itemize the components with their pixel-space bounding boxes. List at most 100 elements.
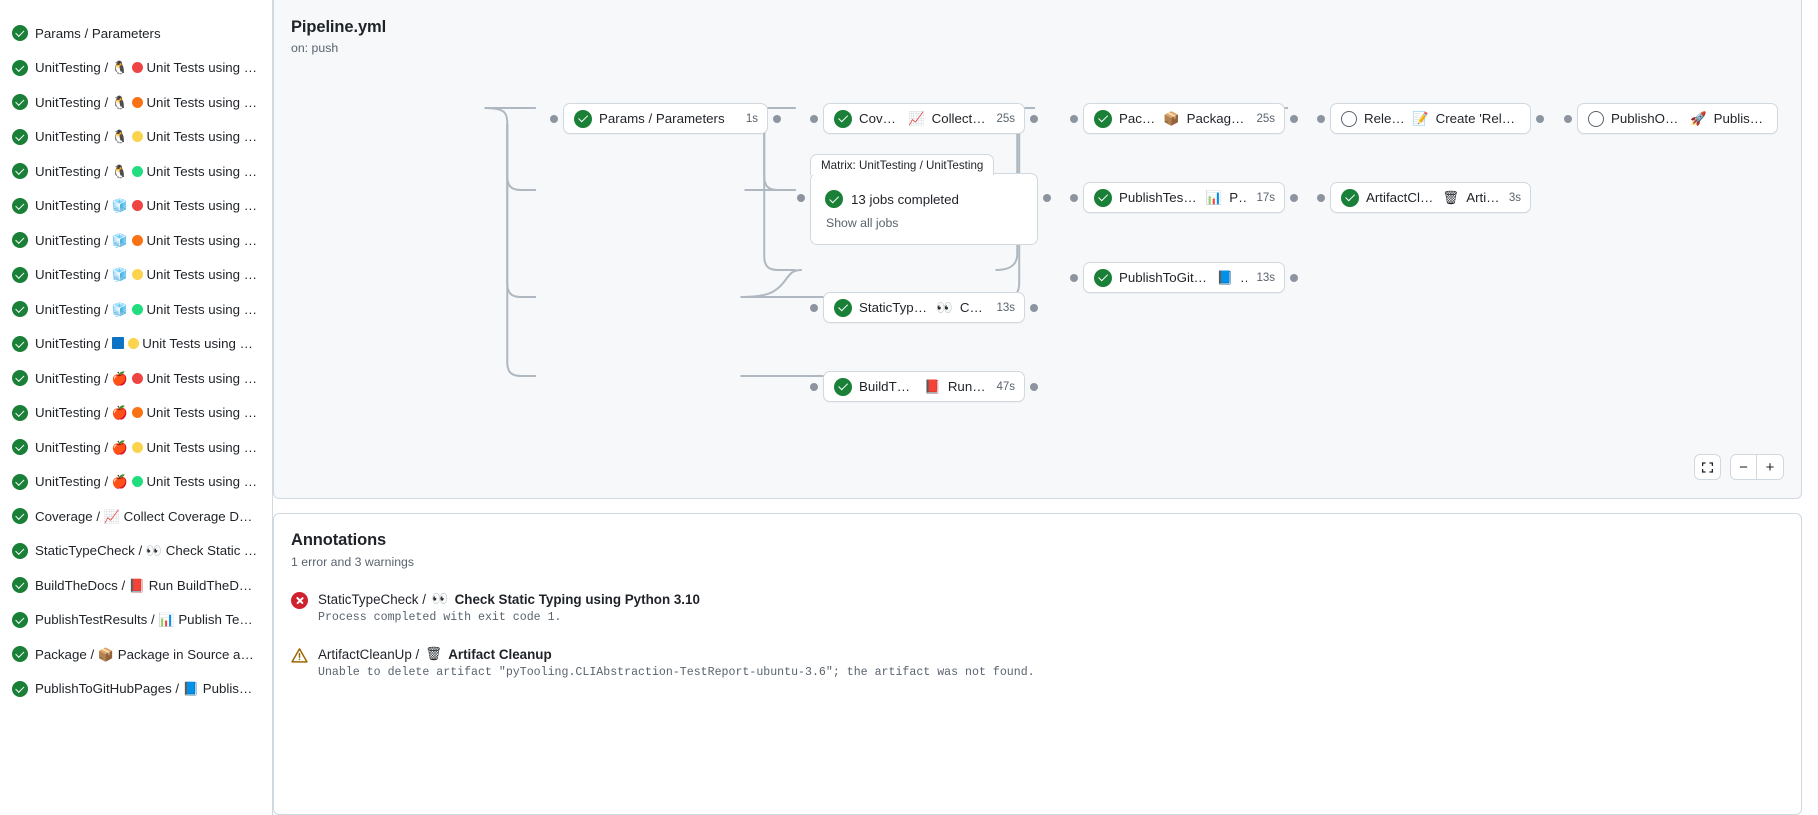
node-port-out: [1536, 114, 1544, 123]
node-label-2: Run Buil...: [947, 379, 988, 394]
status-success-icon: [834, 109, 852, 128]
graph-node-artifact-cleanup[interactable]: ArtifactCleanUp / 🗑 Artifac... 3s: [1317, 182, 1531, 213]
graph-node-publish-on-pypi[interactable]: PublishOnPyPI / 🚀 Publish to ...: [1564, 103, 1778, 134]
sidebar-job-row[interactable]: UnitTesting / 🍎 Unit Tests using Pyth...: [4, 430, 268, 465]
graph-node-publish-to-github-pages[interactable]: PublishToGitHubPages / 📘 ... 13s: [1070, 262, 1298, 293]
python-version-dot-icon: [131, 131, 143, 143]
os-icon: 🧊: [111, 267, 129, 283]
status-success-icon: [12, 266, 28, 283]
minus-icon: −: [1739, 458, 1748, 476]
node-label: Release /: [1364, 111, 1406, 126]
sidebar-job-row[interactable]: BuildTheDocs / 📕 Run BuildTheDocs: [4, 568, 268, 603]
sidebar-job-label: UnitTesting / 🧊 Unit Tests using Pyth...: [35, 232, 258, 248]
matrix-tab-label: Matrix: UnitTesting / UnitTesting: [821, 158, 984, 172]
node-port-in: [1070, 193, 1078, 202]
node-duration: 3s: [1508, 191, 1521, 204]
sidebar-job-row[interactable]: UnitTesting / 🍎 Unit Tests using Pyth...: [4, 396, 268, 431]
graph-canvas[interactable]: Params / Parameters 1s Coverage / 📈 Coll…: [274, 0, 1801, 498]
sidebar-job-row[interactable]: UnitTesting / 🧊 Unit Tests using Pyth...: [4, 189, 268, 224]
status-success-icon: [12, 439, 28, 456]
node-port-in: [810, 114, 818, 123]
sidebar-job-row[interactable]: PublishToGitHubPages / 📘 Publish to G...: [4, 672, 268, 707]
status-success-icon: [12, 646, 28, 663]
rocket-icon: 🚀: [1690, 110, 1707, 126]
annotation-job-name: StaticTypeCheck /: [318, 591, 426, 607]
matrix-jobs-completed: 13 jobs completed: [851, 191, 959, 207]
show-all-jobs-link[interactable]: Show all jobs: [826, 216, 899, 230]
os-icon: 🐧: [111, 129, 129, 145]
graph-node-coverage[interactable]: Coverage / 📈 Collect Cove... 25s: [810, 103, 1038, 134]
sidebar-job-label: BuildTheDocs / 📕 Run BuildTheDocs: [35, 577, 258, 593]
os-icon: 👀: [145, 543, 163, 559]
sidebar-job-row[interactable]: UnitTesting / 🧊 Unit Tests using Pyth...: [4, 258, 268, 293]
sidebar-job-row[interactable]: PublishTestResults / 📊 Publish Test Resu…: [4, 603, 268, 638]
node-port-out: [1290, 273, 1298, 282]
fit-to-screen-button[interactable]: [1694, 454, 1721, 480]
graph-node-params[interactable]: Params / Parameters 1s: [550, 103, 781, 134]
sidebar-job-row[interactable]: UnitTesting / 🧊 Unit Tests using Pyth...: [4, 292, 268, 327]
sidebar-job-row[interactable]: StaticTypeCheck / 👀 Check Static Typing.…: [4, 534, 268, 569]
graph-node-static-type-check[interactable]: StaticTypeCheck / 👀 Chec... 13s: [810, 292, 1038, 323]
eyes-icon: 👀: [936, 299, 953, 315]
python-version-dot-icon: [131, 476, 143, 488]
os-icon: 🍎: [111, 439, 129, 455]
zoom-in-button[interactable]: +: [1757, 454, 1784, 480]
status-success-icon: [1094, 109, 1112, 128]
status-success-icon: [12, 508, 28, 525]
sidebar-job-row[interactable]: Package / 📦 Package in Source and Wh...: [4, 637, 268, 672]
node-port-in: [1564, 114, 1572, 123]
sidebar-job-label: PublishToGitHubPages / 📘 Publish to G...: [35, 681, 258, 697]
sidebar-job-row[interactable]: Coverage / 📈 Collect Coverage Data usi..…: [4, 499, 268, 534]
annotation-emoji-icon: 🗑: [425, 646, 443, 661]
annotation-heading[interactable]: ArtifactCleanUp / 🗑Artifact Cleanup: [318, 646, 1035, 662]
main-content: Pipeline.yml on: push: [273, 0, 1818, 815]
graph-node-build-the-docs[interactable]: BuildTheDocs / 📕 Run Buil... 47s: [810, 371, 1038, 402]
os-icon: 🍎: [111, 405, 129, 421]
sidebar-job-row[interactable]: UnitTesting / 🐧 Unit Tests using Pyth...: [4, 120, 268, 155]
node-label: Package /: [1119, 111, 1156, 126]
graph-node-publish-test-results[interactable]: PublishTestResults / 📊 Pu... 17s: [1070, 182, 1298, 213]
sidebar-job-row[interactable]: UnitTesting / 🧊 Unit Tests using Pyth...: [4, 223, 268, 258]
node-label: ArtifactCleanUp /: [1366, 190, 1435, 205]
python-version-dot-icon: [127, 338, 139, 350]
sidebar-job-row[interactable]: UnitTesting / 🐧 Unit Tests using Pyth...: [4, 85, 268, 120]
annotations-card: Annotations 1 error and 3 warnings Stati…: [273, 513, 1802, 815]
node-duration: 13s: [996, 301, 1015, 314]
sidebar-job-label: Params / Parameters: [35, 25, 161, 41]
sidebar-job-row[interactable]: UnitTesting / 🐧 Unit Tests using Pyth...: [4, 51, 268, 86]
node-port-in: [1070, 114, 1078, 123]
status-success-icon: [12, 232, 28, 249]
annotation-text: StaticTypeCheck / 👀Check Static Typing u…: [318, 591, 700, 624]
python-version-dot-icon: [131, 441, 143, 453]
annotation-message: Unable to delete artifact "pyTooling.CLI…: [318, 666, 1035, 679]
sidebar-job-row[interactable]: Params / Parameters: [4, 16, 268, 51]
os-icon: 🍎: [111, 370, 129, 386]
annotation-heading[interactable]: StaticTypeCheck / 👀Check Static Typing u…: [318, 591, 700, 607]
sidebar-job-row[interactable]: UnitTesting / 🐧 Unit Tests using Pyth...: [4, 154, 268, 189]
sidebar-job-row[interactable]: UnitTesting / Unit Tests using Pyth...: [4, 327, 268, 362]
status-success-icon: [12, 59, 28, 76]
sidebar-job-label: UnitTesting / 🐧 Unit Tests using Pyth...: [35, 60, 258, 76]
sidebar-job-row[interactable]: UnitTesting / 🍎 Unit Tests using Pyth...: [4, 465, 268, 500]
graph-node-package[interactable]: Package / 📦 Package in So... 25s: [1070, 103, 1298, 134]
page-title: Pipeline.yml: [291, 18, 387, 36]
node-port-in: [797, 194, 805, 202]
zoom-out-button[interactable]: −: [1730, 454, 1757, 480]
status-success-icon: [12, 128, 28, 145]
node-label-2: Create 'Release P...: [1435, 111, 1521, 126]
sidebar-job-label: PublishTestResults / 📊 Publish Test Resu…: [35, 612, 258, 628]
plus-icon: +: [1765, 458, 1775, 476]
node-label-2: Pu...: [1229, 190, 1247, 205]
node-label: BuildTheDocs /: [859, 379, 917, 394]
graph-node-release[interactable]: Release / 📝 Create 'Release P...: [1317, 103, 1544, 134]
blue-book-icon: 📘: [1216, 269, 1234, 285]
sidebar-job-row[interactable]: UnitTesting / 🍎 Unit Tests using Pyth...: [4, 361, 268, 396]
node-duration: 1s: [745, 112, 758, 125]
sidebar-job-label: UnitTesting / 🍎 Unit Tests using Pyth...: [35, 474, 258, 490]
os-icon: 🐧: [111, 94, 129, 110]
node-label: PublishToGitHubPages /: [1119, 270, 1210, 285]
graph-matrix-group[interactable]: Matrix: UnitTesting / UnitTesting 13 job…: [797, 154, 1051, 245]
matrix-body: 13 jobs completed Show all jobs: [811, 174, 1037, 244]
